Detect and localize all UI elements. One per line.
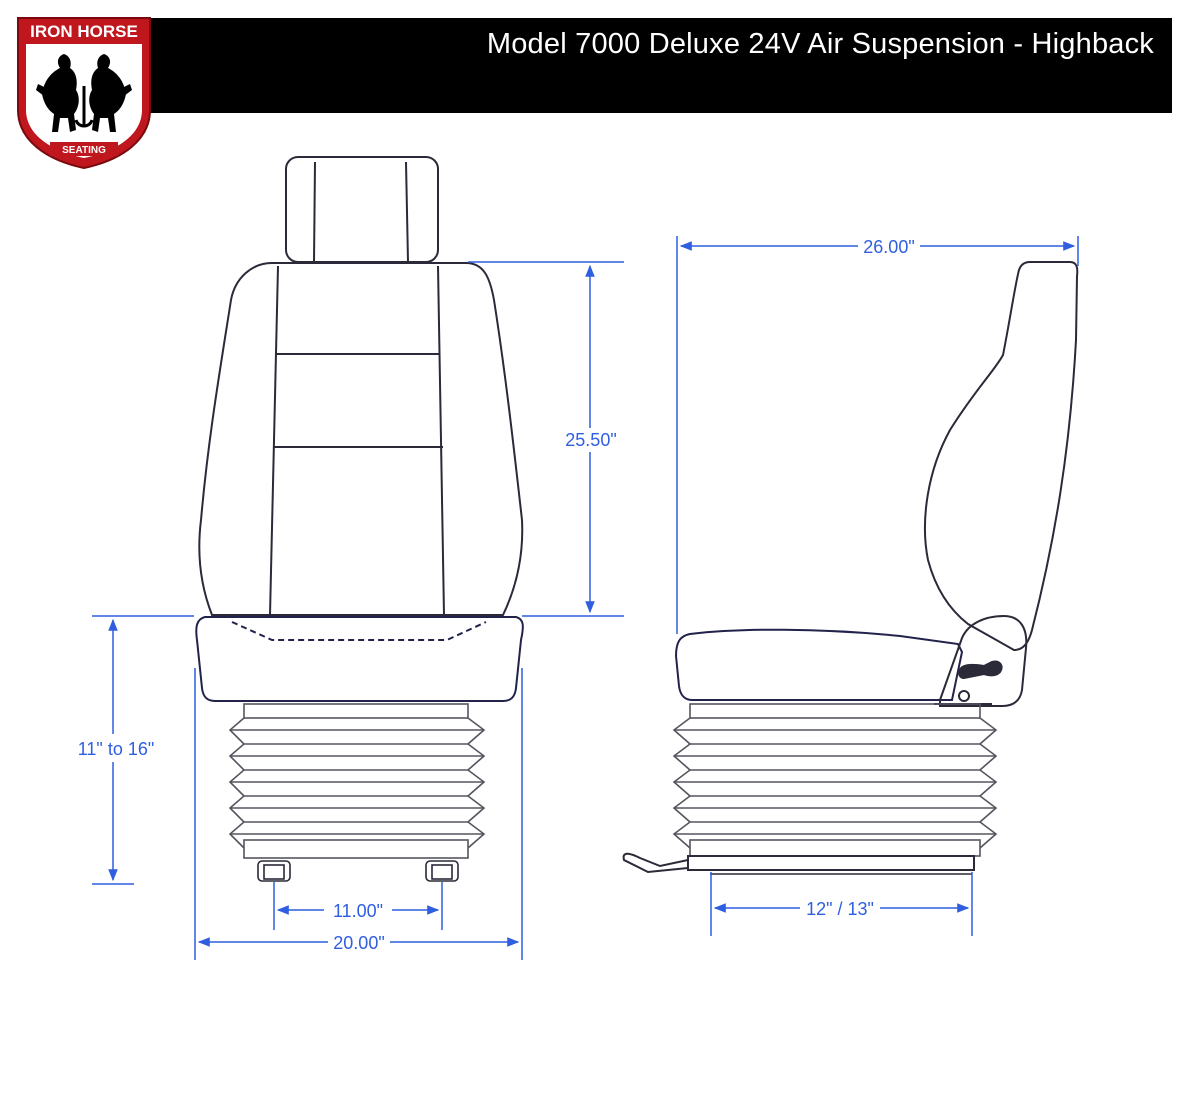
label-front-width: 20.00" bbox=[333, 933, 384, 953]
recline-lever-icon bbox=[958, 660, 1003, 680]
recline-hinge bbox=[939, 614, 1028, 707]
slide-release-handle bbox=[622, 852, 689, 874]
side-slide-rail bbox=[687, 855, 975, 871]
label-side-depth: 26.00" bbox=[863, 237, 914, 257]
side-bellows bbox=[672, 703, 998, 857]
side-seat-cushion bbox=[674, 628, 964, 701]
logo-brand-top: IRON HORSE bbox=[30, 22, 138, 41]
front-mount-feet bbox=[257, 860, 459, 882]
label-mount-spacing: 11.00" bbox=[333, 901, 383, 921]
side-view bbox=[622, 261, 1079, 875]
front-view bbox=[195, 156, 524, 882]
front-headrest bbox=[285, 156, 439, 263]
rearing-horses-shield-icon: IRON HORSE SEATING bbox=[17, 17, 151, 170]
logo-brand-bottom: SEATING bbox=[62, 145, 106, 156]
label-backrest-height: 25.50" bbox=[565, 430, 616, 450]
dimension-labels: 25.50" 11" to 16" 11.00" 20.00" 26.00" 1… bbox=[78, 237, 915, 953]
header-bar: Model 7000 Deluxe 24V Air Suspension - H… bbox=[146, 18, 1172, 113]
dimension-lines bbox=[92, 236, 1079, 960]
front-seat-cushion bbox=[195, 616, 524, 702]
label-slide-travel: 12" / 13" bbox=[806, 899, 874, 919]
front-bellows bbox=[228, 703, 486, 859]
logo: IRON HORSE SEATING bbox=[14, 14, 154, 170]
label-seat-height-range: 11" to 16" bbox=[78, 739, 155, 759]
front-backrest bbox=[198, 262, 524, 616]
side-backrest bbox=[923, 261, 1079, 652]
page-title: Model 7000 Deluxe 24V Air Suspension - H… bbox=[486, 28, 1154, 60]
